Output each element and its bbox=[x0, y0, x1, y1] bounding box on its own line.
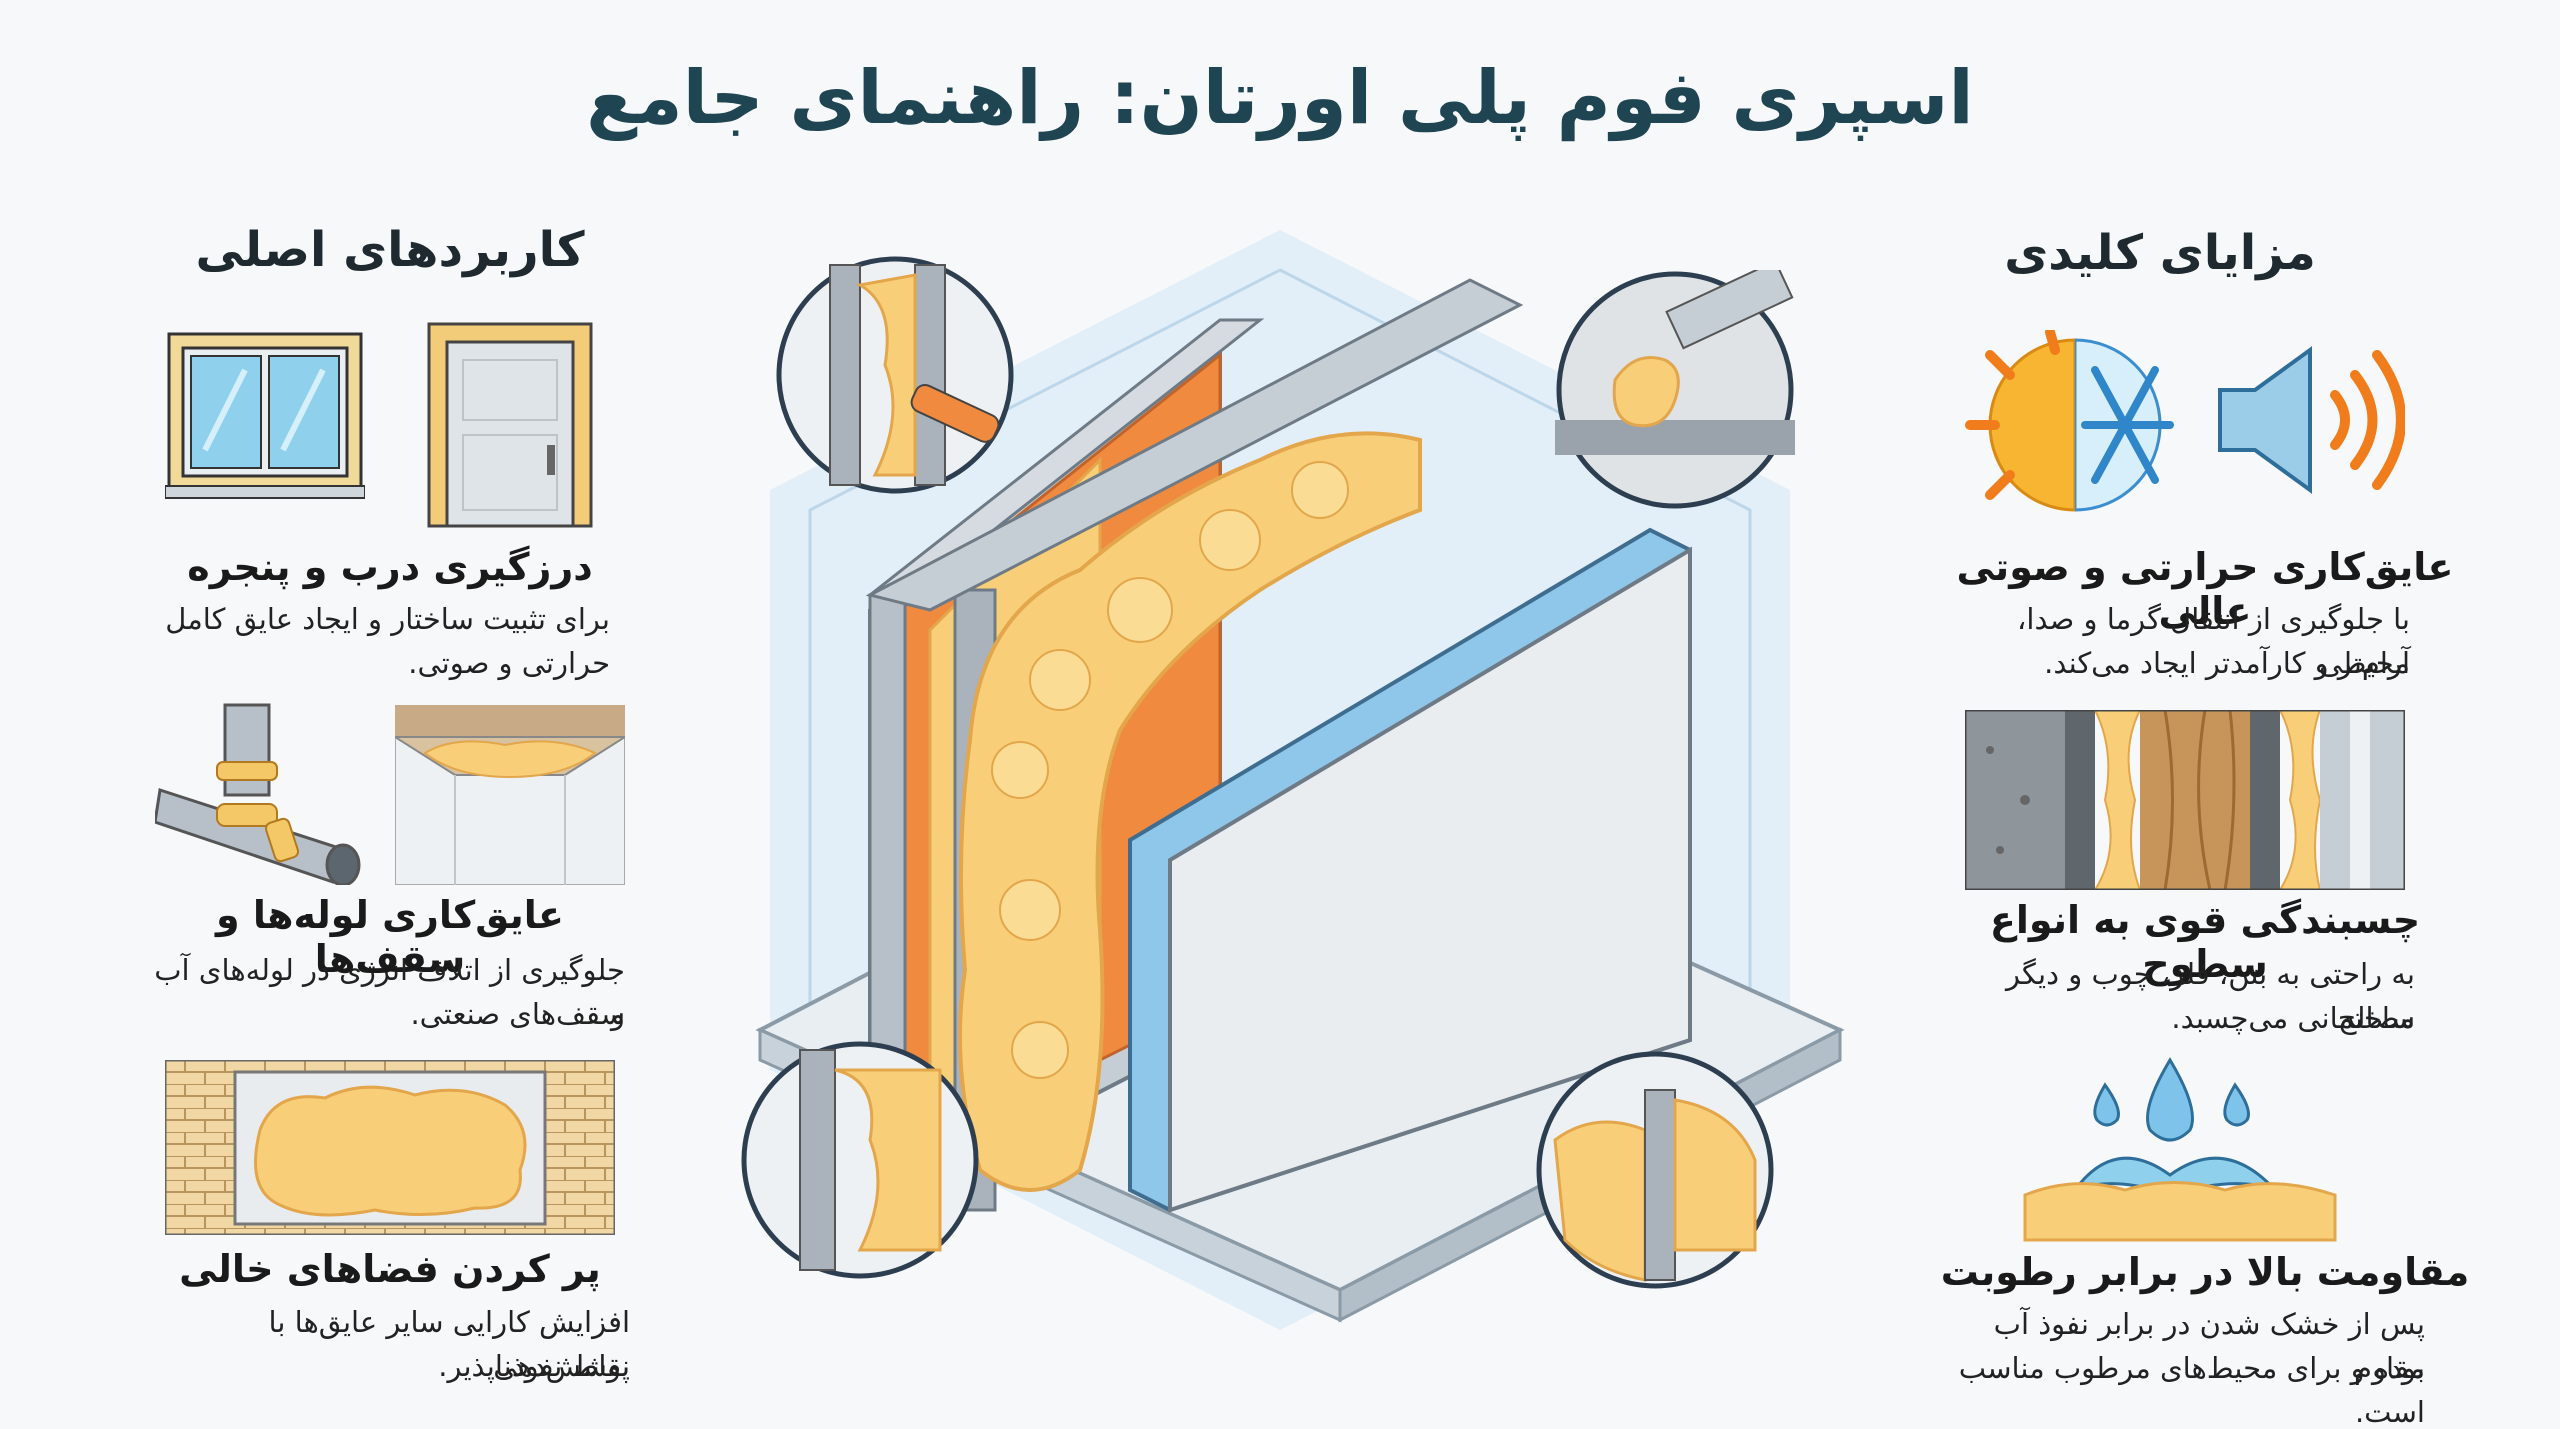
benefit-text-3b: بوده و برای محیط‌های مرطوب مناسب است. bbox=[1958, 1351, 2425, 1429]
app-title-1: درزگیری درب و پنجره bbox=[187, 545, 593, 589]
detail-stud-foam bbox=[741, 1041, 979, 1279]
benefit-text-2a: به راحتی به بتن، فلز، چوب و دیگر مصالح bbox=[2006, 957, 2415, 1035]
app-text-3b: نقاط نفوذناپذیر. bbox=[438, 1349, 630, 1383]
app-text-1b: حرارتی و صوتی. bbox=[408, 646, 610, 680]
app-title-2: عایق‌کاری لوله‌ها و سقف‌ها bbox=[216, 893, 564, 981]
app-text-2b: سقف‌های صنعتی. bbox=[410, 997, 625, 1031]
benefit-title-1: عایق‌کاری حرارتی و صوتی عالی bbox=[1956, 545, 2454, 633]
brick-wall-icon bbox=[165, 1060, 615, 1235]
applications-heading: کاربردهای اصلی bbox=[195, 222, 585, 278]
page-title: اسپری فوم پلی اورتان: راهنمای جامع bbox=[586, 55, 1974, 141]
door-icon bbox=[427, 322, 593, 528]
app-text-3a: افزایش کارایی سایر عایق‌ها با پوشش‌دهی bbox=[268, 1305, 630, 1383]
ceiling-icon bbox=[395, 705, 625, 885]
app-text-2a: جلوگیری از اتلاف انرژی در لوله‌های آب و bbox=[154, 953, 625, 1031]
app-title-3: پر کردن فضاهای خالی bbox=[179, 1247, 601, 1291]
water-splash-icon bbox=[2023, 1057, 2337, 1242]
pipe-icon bbox=[155, 703, 361, 885]
sun-icon bbox=[1965, 330, 2075, 512]
benefit-title-3: مقاومت بالا در برابر رطوبت bbox=[1940, 1250, 2470, 1294]
benefits-heading: مزایای کلیدی bbox=[2004, 225, 2316, 281]
benefit-text-1a: با جلوگیری از انتقال گرما و صدا، محیطی bbox=[2017, 602, 2410, 680]
detail-corner-seal bbox=[1536, 1051, 1774, 1289]
speaker-icon bbox=[2218, 346, 2405, 494]
detail-spray-gun bbox=[776, 256, 1014, 494]
benefit-text-3a: پس از خشک شدن در برابر نفوذ آب مقاوم bbox=[1993, 1307, 2425, 1385]
benefit-text-1b: آرام‌تر و کارآمدتر ایجاد می‌کند. bbox=[2044, 646, 2410, 680]
detail-pipe-joint bbox=[1555, 270, 1795, 509]
snowflake-icon bbox=[2075, 338, 2174, 512]
window-icon bbox=[165, 332, 365, 499]
benefit-text-2b: ساختمانی می‌چسبد. bbox=[2171, 1001, 2415, 1035]
materials-icon bbox=[1965, 710, 2405, 890]
benefit-title-2: چسبندگی قوی به انواع سطوح bbox=[1989, 898, 2421, 986]
app-text-1a: برای تثبیت ساختار و ایجاد عایق کامل bbox=[165, 602, 610, 636]
